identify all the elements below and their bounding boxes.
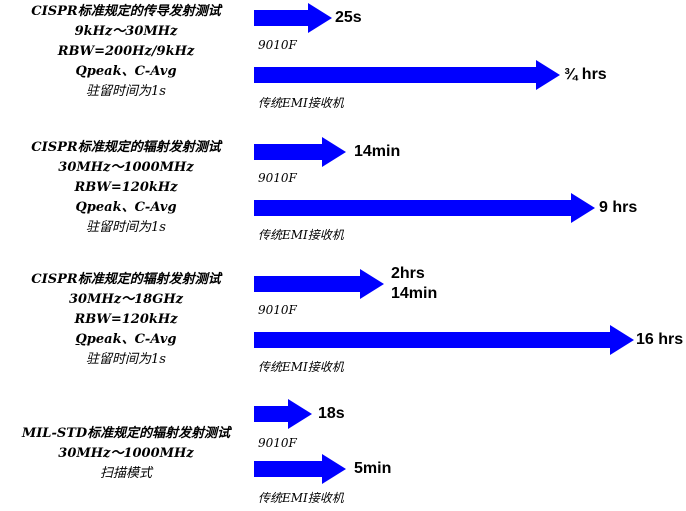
frequency-range: 30MHz～1000MHz <box>58 160 194 175</box>
detectors: Qpeak、C-Avg <box>75 64 177 79</box>
test-title: CISPR标准规定的辐射发射测试 <box>31 272 221 287</box>
dwell-time: 驻留时间为1s <box>86 220 166 235</box>
time-value-emi-2: 9 hrs <box>599 199 638 216</box>
rbw: RBW=120kHz <box>74 312 178 327</box>
time-arrow-9010f-2 <box>254 137 346 167</box>
dwell-time: 驻留时间为1s <box>86 84 166 99</box>
device-label-9010f-4: 9010F <box>258 436 297 450</box>
test-title: MIL-STD标准规定的辐射发射测试 <box>21 426 231 441</box>
frequency-range: 30MHz～1000MHz <box>58 446 194 461</box>
frequency-range: 30MHz～18GHz <box>68 292 183 307</box>
device-label-emi-4: 传统EMI接收机 <box>258 491 344 505</box>
test-title: CISPR标准规定的辐射发射测试 <box>31 140 221 155</box>
time-value-9010f-4: 18s <box>318 405 345 422</box>
device-label-emi-1: 传统EMI接收机 <box>258 96 344 110</box>
scan-mode: 扫描模式 <box>99 466 152 481</box>
device-label-emi-2: 传统EMI接收机 <box>258 228 344 242</box>
time-arrow-emi-1 <box>254 60 560 90</box>
rbw: RBW=200Hz/9kHz <box>57 44 195 59</box>
time-value-line: 2hrs <box>391 265 425 282</box>
rbw: RBW=120kHz <box>74 180 178 195</box>
device-label-9010f-3: 9010F <box>258 303 297 317</box>
time-value-emi-3: 16 hrs <box>636 331 684 348</box>
device-label-9010f-2: 9010F <box>258 171 297 185</box>
device-label-9010f-1: 9010F <box>258 38 297 52</box>
dwell-time: 驻留时间为1s <box>86 352 166 367</box>
device-label-emi-3: 传统EMI接收机 <box>258 360 344 374</box>
time-value-line: 14min <box>391 285 438 302</box>
time-arrow-emi-3 <box>254 325 634 355</box>
detectors: Qpeak、C-Avg <box>75 200 177 215</box>
test-description-4: MIL-STD标准规定的辐射发射测试 30MHz～1000MHz 扫描模式 <box>0 424 252 484</box>
test-description-3: CISPR标准规定的辐射发射测试 30MHz～18GHz RBW=120kHz … <box>0 270 252 370</box>
time-value-emi-1: ¾ hrs <box>564 66 607 83</box>
frequency-range: 9kHz～30MHz <box>74 24 178 39</box>
time-arrow-emi-4 <box>254 454 346 484</box>
test-description-1: CISPR标准规定的传导发射测试 9kHz～30MHz RBW=200Hz/9k… <box>0 2 252 102</box>
time-arrow-9010f-4 <box>254 399 312 429</box>
time-value-9010f-1: 25s <box>335 9 362 26</box>
time-value-emi-4: 5min <box>354 460 392 477</box>
test-title: CISPR标准规定的传导发射测试 <box>31 4 221 19</box>
detectors: Qpeak、C-Avg <box>75 332 177 347</box>
time-arrow-9010f-1 <box>254 3 332 33</box>
time-value-9010f-2: 14min <box>354 143 401 160</box>
time-value-9010f-3: 2hrs 14min <box>391 264 437 304</box>
test-description-2: CISPR标准规定的辐射发射测试 30MHz～1000MHz RBW=120kH… <box>0 138 252 238</box>
time-arrow-9010f-3 <box>254 269 384 299</box>
time-arrow-emi-2 <box>254 193 595 223</box>
